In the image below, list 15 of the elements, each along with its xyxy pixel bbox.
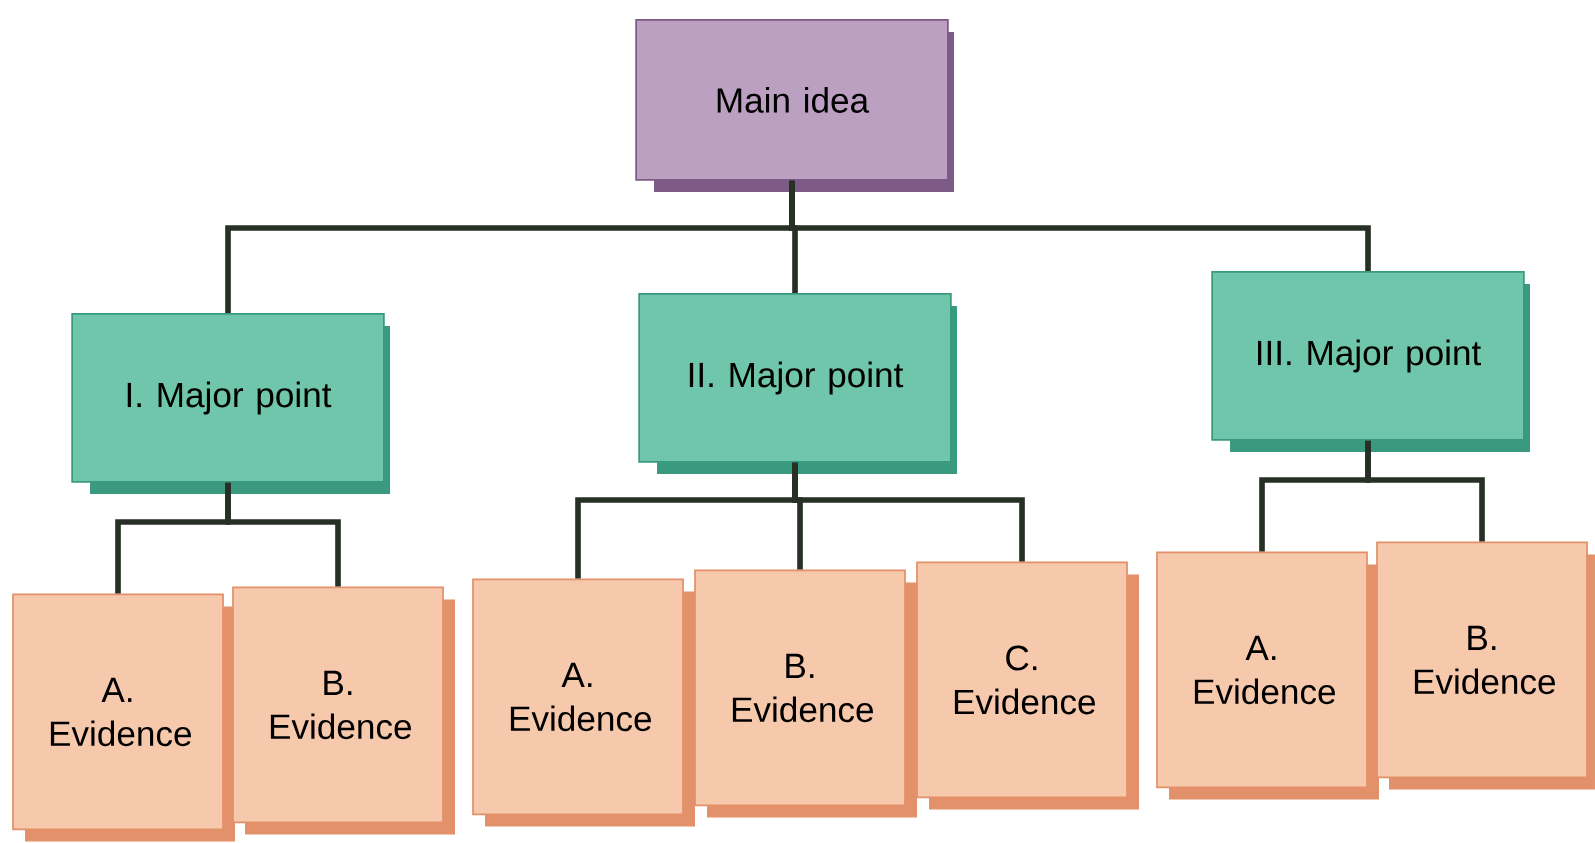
evidence-box: A. Evidence bbox=[1156, 551, 1379, 800]
evidence-box: B. Evidence bbox=[694, 569, 917, 818]
major-point-box: II. Major point bbox=[638, 293, 957, 474]
connector-line bbox=[789, 180, 1371, 272]
main-idea-box: Main idea bbox=[635, 19, 954, 192]
major-point-box: I. Major point bbox=[71, 313, 390, 494]
evidence-box: A. Evidence bbox=[472, 578, 695, 827]
evidence-box: B. Evidence bbox=[1376, 541, 1595, 790]
connector-line bbox=[792, 462, 1025, 562]
evidence-box: C. Evidence bbox=[916, 561, 1139, 810]
major-point-box: III. Major point bbox=[1211, 271, 1530, 452]
connector-line bbox=[225, 482, 341, 587]
connector-line bbox=[1365, 440, 1485, 542]
evidence-box: A. Evidence bbox=[12, 593, 235, 842]
evidence-box: B. Evidence bbox=[232, 586, 455, 835]
